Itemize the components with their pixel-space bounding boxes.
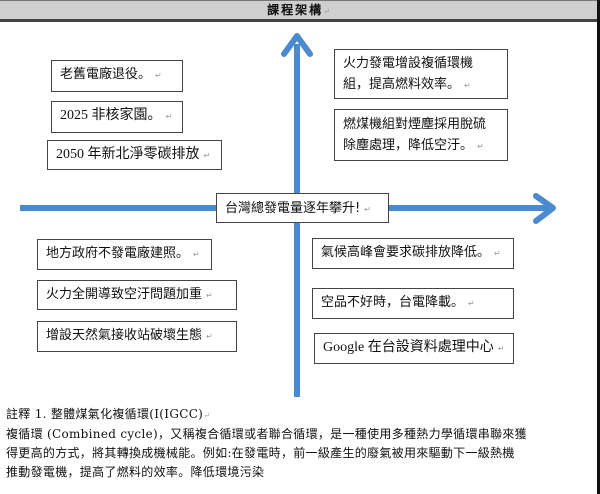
box-text-line: 除塵處理，降低空汙。 <box>343 138 474 153</box>
paragraph-mark-icon: ↵ <box>468 299 475 308</box>
footnote-line: 得更高的方式，將其轉換成機械能。例如:在發電時，前一級產生的廢氣被用來驅動下一級… <box>6 446 515 460</box>
paragraph-mark-icon: ↵ <box>364 205 371 214</box>
paragraph-mark-icon: ↵ <box>464 81 471 90</box>
paragraph-mark-icon: ↵ <box>155 71 162 80</box>
page-header: 課程架構↵ <box>0 0 597 22</box>
box-text: 增設天然氣接收站破壞生態 <box>46 328 203 343</box>
footnote-line: 推動發電機，提高了燃料的效率。降低環境污染 <box>6 465 265 479</box>
center-label: 台灣總發電量逐年攀升! <box>225 201 361 216</box>
paragraph-mark-icon: ↵ <box>203 151 211 160</box>
footnote-line: 複循環 (Combined cycle)，又稱複合循環或者聯合循環，是一種使用多… <box>6 427 527 441</box>
paragraph-mark-icon: ↵ <box>206 332 213 341</box>
box-text-line: 火力發電增設複循環機 <box>343 56 474 71</box>
box-text: 2025 非核家園。 <box>60 108 162 123</box>
right-arrow-icon <box>533 193 556 224</box>
box-google-datacenter: Google 在台設資料處理中心↵ <box>314 333 514 364</box>
box-text-line: 組，提高燃料效率。 <box>343 77 461 92</box>
paragraph-mark-icon: ↵ <box>497 344 505 353</box>
box-lng-terminal: 增設天然氣接收站破壞生態↵ <box>37 321 237 352</box>
box-text: 老舊電廠退役。 <box>60 67 152 82</box>
box-old-plants-retire: 老舊電廠退役。↵ <box>51 60 183 92</box>
box-text: 地方政府不發電廠建照。 <box>46 246 190 261</box>
box-text-line: 燃煤機組對煙塵採用脫硫 <box>343 117 487 132</box>
box-climate-summit: 氣候高峰會要求碳排放降低。↵ <box>312 238 514 269</box>
box-nuclear-free-2025: 2025 非核家園。↵ <box>51 101 183 133</box>
paragraph-mark-icon: ↵ <box>193 250 200 259</box>
paragraph-mark-icon: ↵ <box>477 142 484 151</box>
box-air-pollution: 火力全開導致空汙問題加重↵ <box>37 280 237 310</box>
box-local-gov-permits: 地方政府不發電廠建照。↵ <box>37 239 212 270</box>
paragraph-mark-icon: ↵ <box>206 291 213 300</box>
box-combined-cycle: 火力發電增設複循環機 組，提高燃料效率。↵ <box>334 49 508 99</box>
footnote: 註釋 1. 整體煤氣化複循環(I(IGCC)↵ 複循環 (Combined cy… <box>6 405 591 482</box>
box-text: Google 在台設資料處理中心 <box>323 340 494 355</box>
box-text: 2050 年新北淨零碳排放 <box>56 147 200 162</box>
box-text: 火力全開導致空汙問題加重 <box>46 287 203 302</box>
paragraph-mark-icon: ↵ <box>165 112 173 121</box>
box-desulfurization: 燃煤機組對煙塵採用脫硫 除塵處理，降低空汙。↵ <box>334 109 508 161</box>
footnote-title: 註釋 1. 整體煤氣化複循環(I(IGCC)↵ <box>6 407 210 421</box>
up-arrow-icon <box>281 33 313 57</box>
box-net-zero-2050: 2050 年新北淨零碳排放↵ <box>47 140 222 170</box>
paragraph-mark-icon: ↵ <box>203 411 210 420</box>
box-taipower-load-reduction: 空品不好時，台電降載。↵ <box>312 288 514 319</box>
paragraph-mark-icon: ↵ <box>494 249 501 258</box>
paragraph-mark-icon: ↵ <box>323 7 330 16</box>
page-title: 課程架構 <box>267 3 324 17</box>
box-text: 空品不好時，台電降載。 <box>321 295 465 310</box>
center-label-box: 台灣總發電量逐年攀升!↵ <box>216 193 389 223</box>
box-text: 氣候高峰會要求碳排放降低。 <box>321 245 491 260</box>
